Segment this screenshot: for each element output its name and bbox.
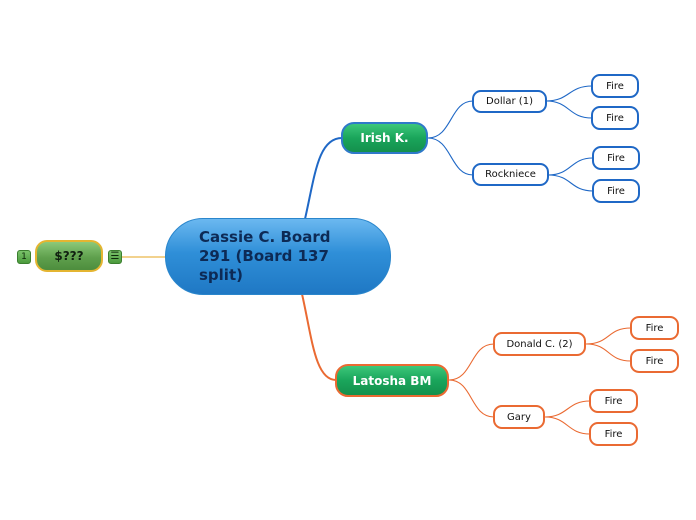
subtopic-rockniece[interactable]: Rockniece: [472, 163, 549, 186]
connector-irish-dollar: [427, 100, 474, 139]
leaf-topic-label: Fire: [604, 428, 623, 440]
leaf-topic-fire[interactable]: Fire: [630, 316, 679, 340]
connector-gary-fire-1: [544, 400, 591, 418]
leaf-topic-fire[interactable]: Fire: [589, 422, 638, 446]
connector-latosha-gary: [448, 379, 495, 418]
main-topic-latosha-bm[interactable]: Latosha BM: [335, 364, 449, 397]
leaf-topic-label: Fire: [607, 152, 625, 164]
floating-topic-label: $???: [54, 249, 84, 263]
subtopic-gary[interactable]: Gary: [493, 405, 545, 429]
floating-topic[interactable]: $???: [35, 240, 103, 272]
subtopic-label: Rockniece: [485, 169, 536, 180]
central-topic[interactable]: Cassie C. Board 291 (Board 137 split): [165, 218, 391, 295]
leaf-topic-label: Fire: [645, 355, 664, 367]
subtopic-donald-c[interactable]: Donald C. (2): [493, 332, 586, 356]
connector-latosha-donald: [448, 343, 495, 381]
leaf-topic-label: Fire: [606, 80, 624, 92]
connector-dollar-fire-2: [545, 100, 593, 119]
subtopic-label: Dollar (1): [486, 96, 533, 107]
leaf-topic-label: Fire: [645, 322, 664, 334]
central-topic-label: Cassie C. Board 291 (Board 137 split): [199, 228, 331, 284]
leaf-topic-fire[interactable]: Fire: [592, 146, 640, 170]
main-topic-label: Latosha BM: [352, 373, 432, 388]
leaf-topic-fire[interactable]: Fire: [591, 106, 639, 130]
connector-irish-rockniece: [427, 137, 474, 176]
leaf-topic-fire[interactable]: Fire: [592, 179, 640, 203]
main-topic-label: Irish K.: [360, 131, 409, 145]
subtopic-label: Donald C. (2): [506, 338, 573, 350]
leaf-topic-fire[interactable]: Fire: [589, 389, 638, 413]
connector-root-irish: [304, 137, 343, 220]
leaf-topic-label: Fire: [604, 395, 623, 407]
count-badge[interactable]: 1: [17, 250, 31, 264]
connector-rockniece-fire-2: [547, 174, 594, 192]
leaf-topic-fire[interactable]: Fire: [630, 349, 679, 373]
main-topic-irish-k[interactable]: Irish K.: [341, 122, 428, 154]
connector-dollar-fire-1: [545, 85, 593, 102]
connector-gary-fire-2: [544, 416, 591, 435]
connector-donald-fire-1: [585, 327, 632, 345]
subtopic-dollar[interactable]: Dollar (1): [472, 90, 547, 113]
connector-root-latosha: [301, 293, 337, 381]
connector-donald-fire-2: [585, 343, 632, 362]
subtopic-label: Gary: [507, 411, 531, 423]
leaf-topic-fire[interactable]: Fire: [591, 74, 639, 98]
connector-rockniece-fire-1: [547, 157, 594, 176]
leaf-topic-label: Fire: [606, 112, 624, 124]
notes-icon[interactable]: ☰: [108, 250, 122, 264]
leaf-topic-label: Fire: [607, 185, 625, 197]
